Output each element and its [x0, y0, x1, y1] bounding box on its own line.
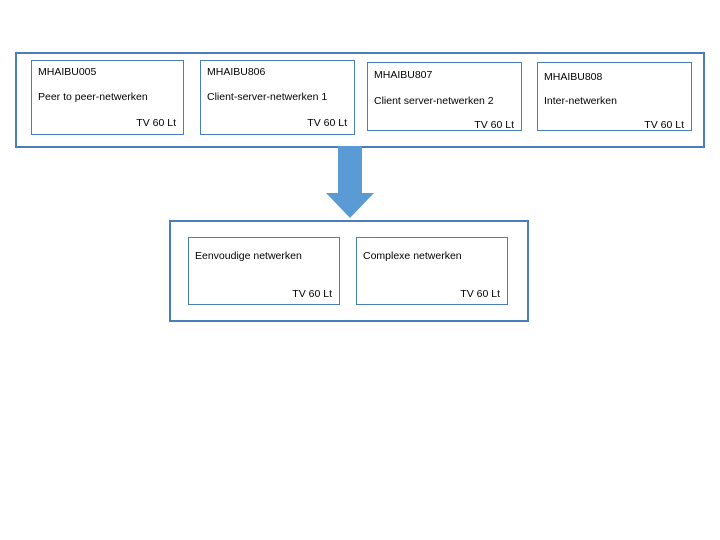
node-box-client-server-2[interactable]: MHAIBU807 Client server-netwerken 2 TV 6…: [367, 62, 522, 131]
node-box-client-server-1[interactable]: MHAIBU806 Client-server-netwerken 1 TV 6…: [200, 60, 355, 135]
node-code: MHAIBU807: [374, 69, 433, 81]
node-code: MHAIBU005: [38, 66, 97, 78]
node-code: MHAIBU806: [207, 66, 266, 78]
node-title: Eenvoudige netwerken: [195, 250, 302, 262]
node-code: MHAIBU808: [544, 71, 603, 83]
node-footer: TV 60 Lt: [644, 119, 684, 131]
node-footer: TV 60 Lt: [292, 288, 332, 300]
node-title: Inter-netwerken: [544, 95, 617, 107]
node-box-complexe-netwerken[interactable]: Complexe netwerken TV 60 Lt: [356, 237, 508, 305]
node-box-peer-to-peer[interactable]: MHAIBU005 Peer to peer-netwerken TV 60 L…: [31, 60, 184, 135]
node-title: Peer to peer-netwerken: [38, 91, 148, 103]
node-box-inter-netwerken[interactable]: MHAIBU808 Inter-netwerken TV 60 Lt: [537, 62, 692, 131]
node-footer: TV 60 Lt: [136, 117, 176, 129]
node-title: Complexe netwerken: [363, 250, 462, 262]
down-arrow-icon: [326, 146, 374, 218]
node-title: Client server-netwerken 2: [374, 95, 494, 107]
node-footer: TV 60 Lt: [474, 119, 514, 131]
arrow-shaft: [338, 146, 362, 194]
arrow-head: [326, 193, 374, 218]
node-footer: TV 60 Lt: [307, 117, 347, 129]
node-box-eenvoudige-netwerken[interactable]: Eenvoudige netwerken TV 60 Lt: [188, 237, 340, 305]
node-title: Client-server-netwerken 1: [207, 91, 328, 103]
node-footer: TV 60 Lt: [460, 288, 500, 300]
